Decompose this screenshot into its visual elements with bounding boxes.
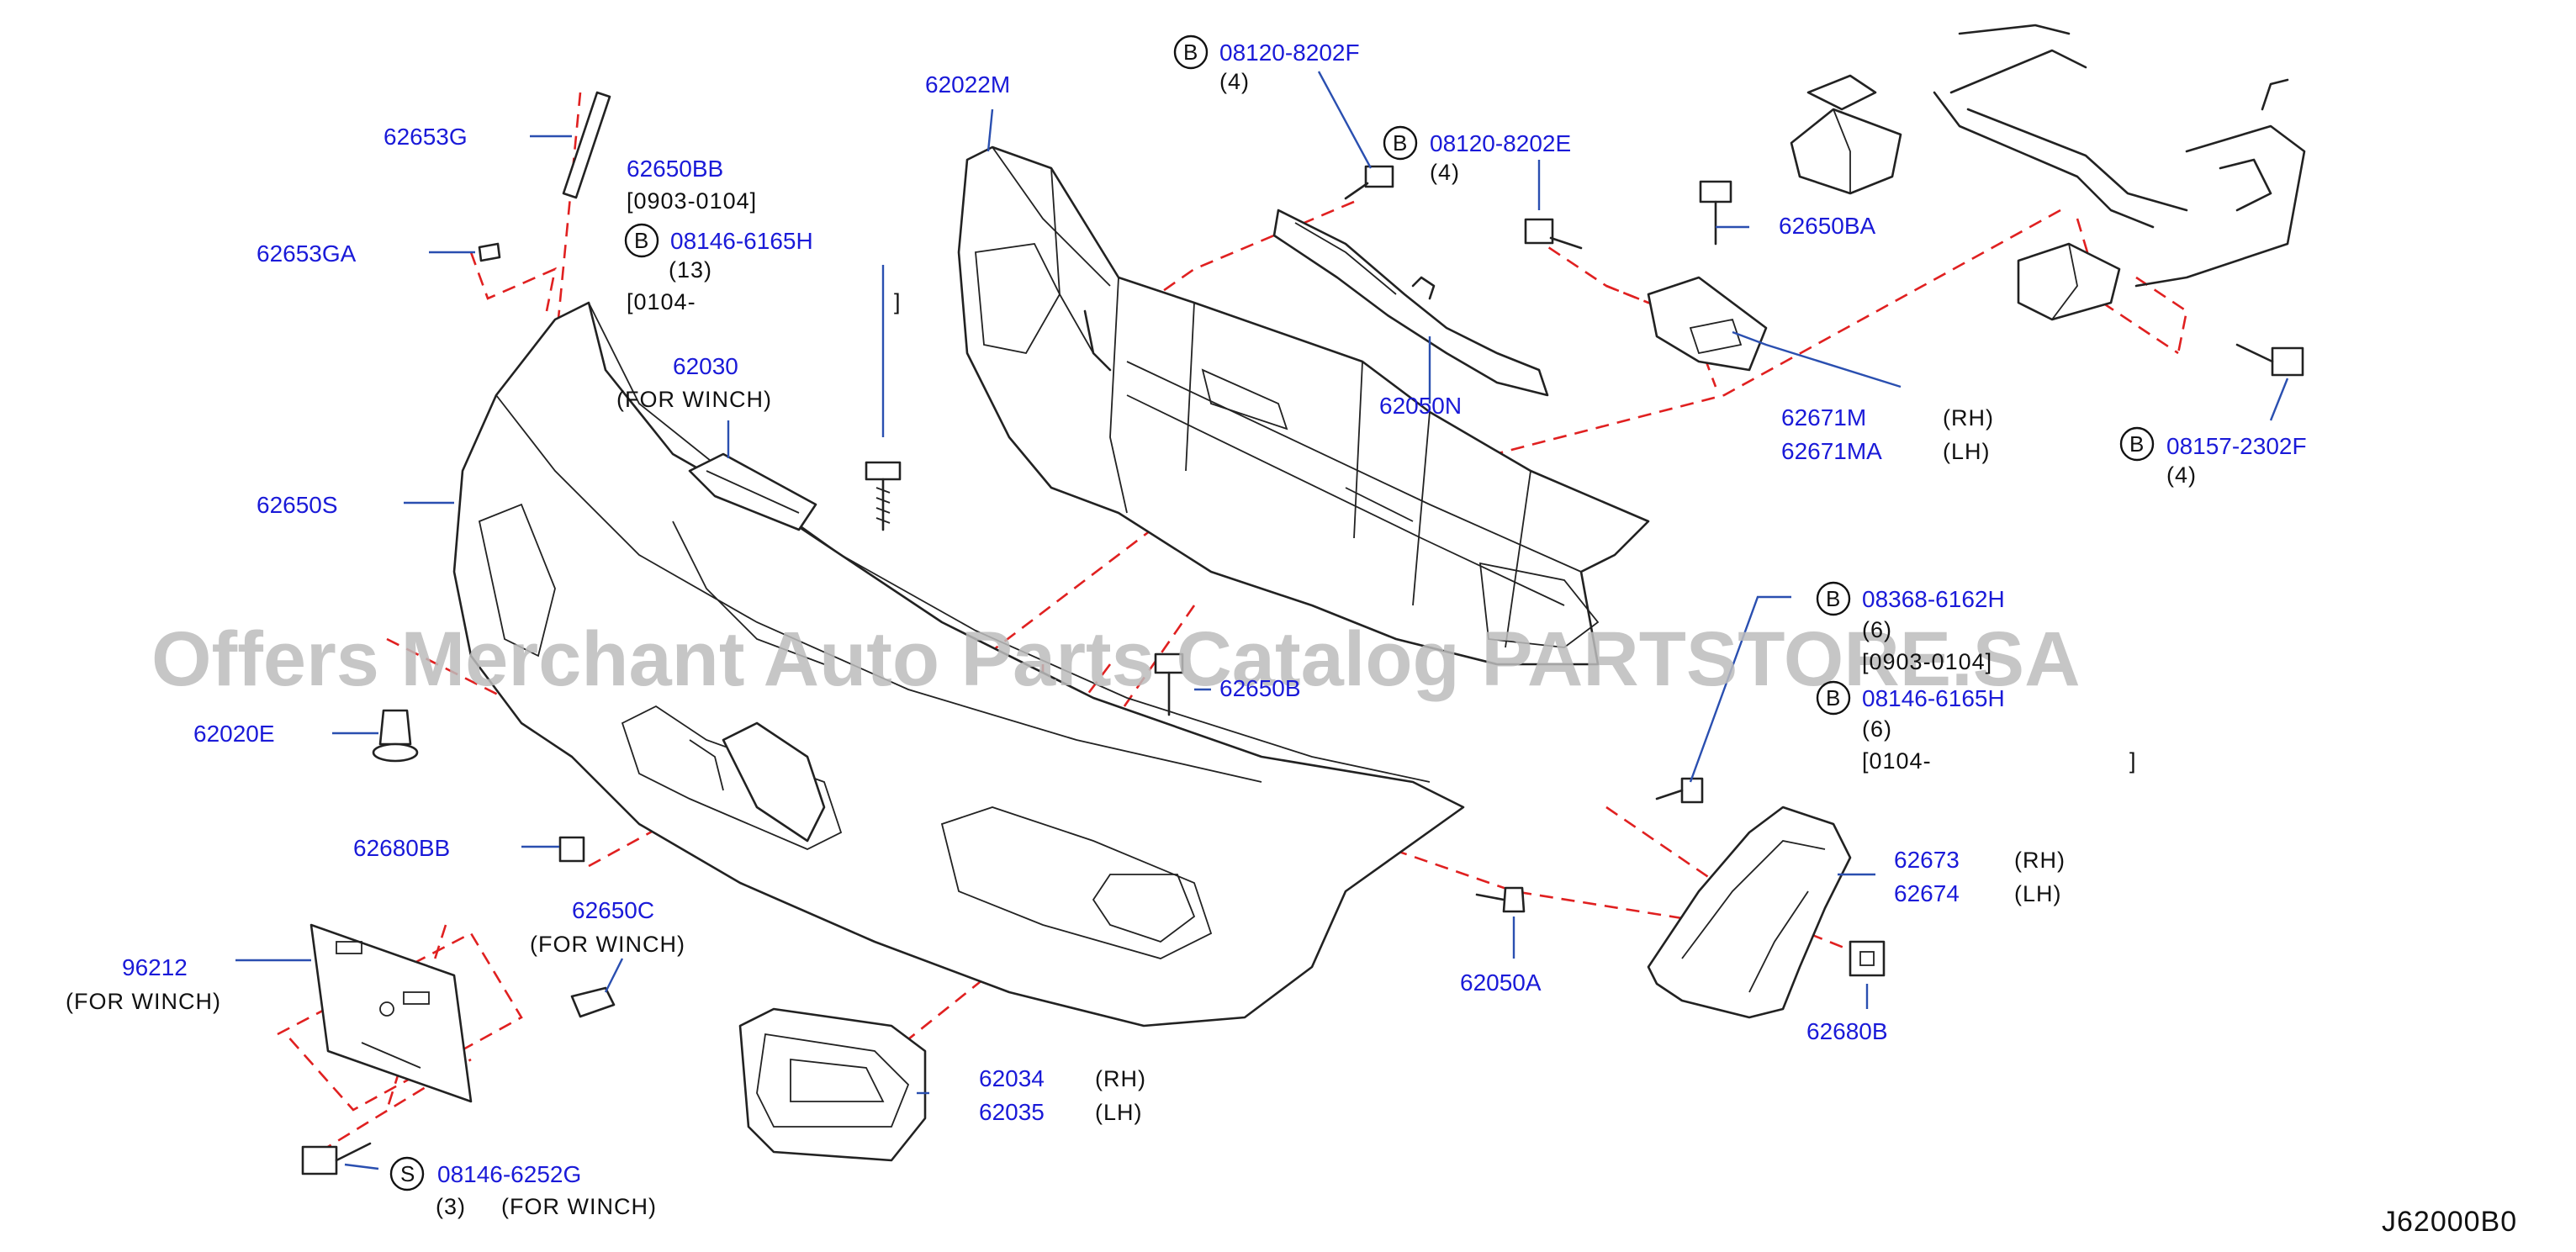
bracket-62050N-drawing bbox=[1272, 209, 1549, 397]
part-08146-6252G[interactable]: 08146-6252G bbox=[437, 1161, 581, 1187]
clip-62650C bbox=[570, 986, 616, 1018]
part-62674[interactable]: 62674 bbox=[1894, 880, 1960, 906]
badge-b-icon bbox=[1173, 34, 1209, 70]
range-08146-6165H-b-start: [0104- bbox=[1862, 748, 1932, 774]
fasteners bbox=[301, 91, 2304, 1175]
note-62030-winch: (FOR WINCH) bbox=[616, 387, 772, 412]
qty-08146-6165H-b: (6) bbox=[1862, 716, 1892, 742]
part-08146-6165H-a[interactable]: 08146-6165H bbox=[670, 228, 813, 254]
reinforcement-62022M-drawing bbox=[957, 145, 1650, 666]
side-bracket-62673-drawing bbox=[1647, 806, 1852, 1019]
badge-b-icon bbox=[1816, 680, 1851, 716]
note-62650C-winch: (FOR WINCH) bbox=[530, 932, 685, 957]
bolt-62650B bbox=[1154, 652, 1184, 716]
nut-62680BB bbox=[558, 836, 585, 863]
bracket-62671M-drawing bbox=[1647, 276, 1768, 372]
qty-08146-6252G: (3) bbox=[436, 1194, 466, 1219]
badge-label: B bbox=[1393, 130, 1407, 156]
part-62650BB[interactable]: 62650BB bbox=[627, 156, 723, 182]
part-62035[interactable]: 62035 bbox=[979, 1099, 1045, 1125]
clip-62050A bbox=[1475, 886, 1526, 913]
side-62673: (RH) bbox=[2014, 848, 2066, 873]
part-96212[interactable]: 96212 bbox=[122, 954, 188, 980]
note-62650BB-range: [0903-0104] bbox=[627, 188, 757, 214]
part-62650B[interactable]: 62650B bbox=[1219, 675, 1301, 701]
part-62050N[interactable]: 62050N bbox=[1379, 393, 1462, 419]
range-08146-6165H-a-start: [0104- bbox=[627, 289, 696, 314]
fog-bezel-62034-drawing bbox=[738, 1007, 927, 1162]
part-62680BB[interactable]: 62680BB bbox=[353, 835, 450, 861]
part-62650S[interactable]: 62650S bbox=[257, 492, 338, 518]
bolt-08146-6165H bbox=[865, 461, 902, 531]
badge-s-icon bbox=[389, 1156, 425, 1191]
watermark-text: Offers Merchant Auto Parts Catalog PARTS… bbox=[151, 616, 2081, 702]
part-62030[interactable]: 62030 bbox=[673, 353, 738, 379]
part-62673[interactable]: 62673 bbox=[1894, 847, 1960, 873]
part-62680B[interactable]: 62680B bbox=[1806, 1018, 1888, 1044]
bolt-08157-2302F bbox=[2235, 343, 2304, 377]
part-62022M[interactable]: 62022M bbox=[925, 71, 1010, 98]
qty-08368-6162H: (6) bbox=[1862, 617, 1892, 642]
plate-bracket-96212-drawing bbox=[309, 923, 473, 1103]
part-62671M[interactable]: 62671M bbox=[1781, 404, 1866, 431]
badge-b-icon bbox=[1816, 581, 1851, 616]
nut-62680B bbox=[1849, 940, 1886, 977]
part-62671MA[interactable]: 62671MA bbox=[1781, 438, 1882, 464]
side-62671MA: (LH) bbox=[1943, 439, 1991, 464]
qty-08157-2302F: (4) bbox=[2166, 462, 2197, 488]
bolt-08368-6162H bbox=[1655, 777, 1704, 804]
range-08146-6165H-a-end: ] bbox=[894, 289, 902, 314]
part-62653G[interactable]: 62653G bbox=[383, 124, 468, 150]
leader-lines bbox=[235, 71, 2289, 1170]
qty-08146-6165H-a: (13) bbox=[669, 257, 712, 283]
badge-label: B bbox=[1183, 40, 1198, 65]
badge-b-icon bbox=[1383, 125, 1418, 161]
range-08146-6165H-b-end: ] bbox=[2129, 748, 2137, 774]
part-08146-6165H-b[interactable]: 08146-6165H bbox=[1862, 685, 2005, 711]
tape-62653GA bbox=[478, 242, 501, 262]
side-62674: (LH) bbox=[2014, 881, 2062, 906]
winch-cover-62030-drawing bbox=[688, 452, 817, 531]
range-08368-6162H: [0903-0104] bbox=[1862, 649, 1992, 674]
part-62050A[interactable]: 62050A bbox=[1460, 969, 1542, 996]
bolt-08120-8202E bbox=[1524, 218, 1583, 250]
side-62034: (RH) bbox=[1095, 1066, 1146, 1091]
part-62020E[interactable]: 62020E bbox=[193, 721, 275, 747]
qty-08120-8202F: (4) bbox=[1219, 69, 1250, 94]
clip-62020E bbox=[372, 709, 419, 763]
part-08120-8202F[interactable]: 08120-8202F bbox=[1219, 40, 1360, 66]
side-62671M: (RH) bbox=[1943, 405, 1994, 431]
badge-b-icon bbox=[2119, 426, 2155, 462]
drawing-code: J62000B0 bbox=[2382, 1206, 2517, 1238]
badge-b-icon bbox=[624, 223, 659, 258]
part-62650C[interactable]: 62650C bbox=[572, 897, 654, 923]
part-62650BA[interactable]: 62650BA bbox=[1779, 213, 1876, 239]
part-08368-6162H[interactable]: 08368-6162H bbox=[1862, 586, 2005, 612]
badge-label: B bbox=[1826, 586, 1840, 611]
note-96212-winch: (FOR WINCH) bbox=[66, 989, 221, 1014]
bolt-08146-6252G bbox=[301, 1142, 372, 1175]
note-08146-6252G-winch: (FOR WINCH) bbox=[501, 1194, 657, 1219]
badge-label: B bbox=[634, 228, 648, 253]
bolt-62650BA bbox=[1699, 180, 1732, 246]
badge-label: B bbox=[2129, 431, 2144, 457]
part-62653GA[interactable]: 62653GA bbox=[257, 240, 357, 267]
part-62034[interactable]: 62034 bbox=[979, 1065, 1045, 1091]
badge-label: S bbox=[400, 1161, 415, 1186]
side-62035: (LH) bbox=[1095, 1100, 1143, 1125]
frame-drawing bbox=[1790, 24, 2306, 321]
badge-label: B bbox=[1826, 685, 1840, 711]
part-08120-8202E[interactable]: 08120-8202E bbox=[1430, 130, 1571, 156]
bolt-08120-8202F bbox=[1344, 165, 1394, 200]
tape-62653G bbox=[562, 91, 611, 199]
qty-08120-8202E: (4) bbox=[1430, 160, 1460, 185]
part-08157-2302F[interactable]: 08157-2302F bbox=[2166, 433, 2307, 459]
